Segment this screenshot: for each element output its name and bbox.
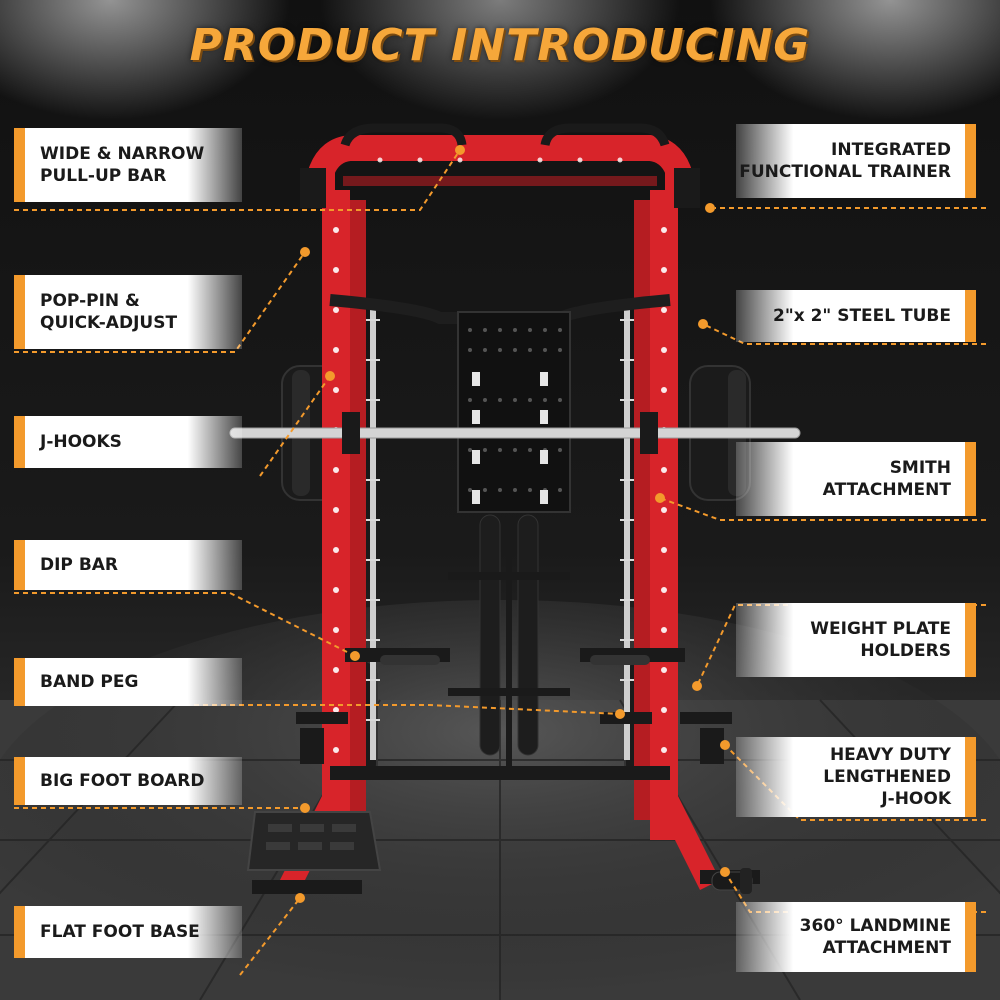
smith-barbell <box>229 412 801 454</box>
callout-label: BAND PEG <box>40 672 139 692</box>
callout-steel-tube: 2"x 2" STEEL TUBE <box>736 290 976 342</box>
lower-j-hooks <box>296 712 732 764</box>
callout-label: 360° LANDMINE ATTACHMENT <box>799 916 951 958</box>
callout-label: 2"x 2" STEEL TUBE <box>773 306 951 326</box>
callout-landmine: 360° LANDMINE ATTACHMENT <box>736 902 976 972</box>
callout-label: WEIGHT PLATE HOLDERS <box>810 619 951 661</box>
callout-weight-plate-holders: WEIGHT PLATE HOLDERS <box>736 603 976 677</box>
callout-j-hooks: J-HOOKS <box>14 416 242 468</box>
callout-band-peg: BAND PEG <box>14 658 242 706</box>
callout-dip-bar: DIP BAR <box>14 540 242 590</box>
callout-label: HEAVY DUTY LENGTHENED J-HOOK <box>823 745 951 809</box>
callout-label: FLAT FOOT BASE <box>40 922 200 942</box>
pegboard <box>457 311 571 513</box>
callout-lengthened-j-hook: HEAVY DUTY LENGTHENED J-HOOK <box>736 737 976 817</box>
callout-label: SMITH ATTACHMENT <box>822 458 951 500</box>
callout-label: BIG FOOT BOARD <box>40 771 205 791</box>
callout-smith-attachment: SMITH ATTACHMENT <box>736 442 976 516</box>
callout-functional-trainer: INTEGRATED FUNCTIONAL TRAINER <box>736 124 976 198</box>
dip-bars <box>345 648 685 665</box>
callout-label: INTEGRATED FUNCTIONAL TRAINER <box>739 140 951 182</box>
callout-label: DIP BAR <box>40 555 119 575</box>
callout-label: WIDE & NARROW PULL-UP BAR <box>40 144 205 186</box>
callout-label: POP-PIN & QUICK-ADJUST <box>40 291 178 333</box>
top-frame <box>300 123 700 208</box>
callout-pull-up-bar: WIDE & NARROW PULL-UP BAR <box>14 128 242 202</box>
plate-storage <box>448 514 570 770</box>
page-title: PRODUCT INTRODUCING <box>189 20 811 71</box>
callout-big-foot-board: BIG FOOT BOARD <box>14 757 242 805</box>
callout-flat-foot-base: FLAT FOOT BASE <box>14 906 242 958</box>
callout-label: J-HOOKS <box>40 432 122 452</box>
callout-pop-pin: POP-PIN & QUICK-ADJUST <box>14 275 242 349</box>
